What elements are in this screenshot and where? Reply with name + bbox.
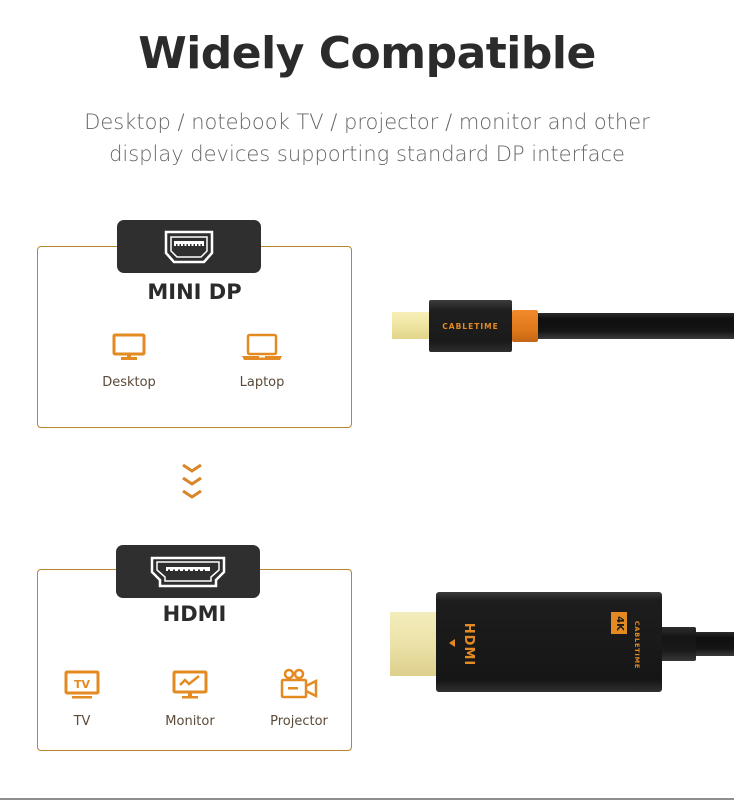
hdmi-logo: HDMI bbox=[461, 622, 477, 666]
subtitle-line-2: display devices supporting standard DP i… bbox=[109, 142, 625, 166]
mini-dp-label: MINI DP bbox=[147, 280, 242, 304]
hdmi-port-badge bbox=[116, 545, 260, 598]
strain-relief bbox=[662, 627, 696, 661]
hdmi-plug-tip bbox=[390, 612, 438, 676]
4k-badge: 4K bbox=[611, 612, 627, 634]
orientation-arrow-icon bbox=[449, 639, 455, 647]
projector-icon bbox=[280, 668, 318, 699]
device-projector: Projector bbox=[254, 668, 344, 729]
device-monitor: Monitor bbox=[145, 670, 235, 729]
cable-wire bbox=[538, 313, 734, 339]
mini-dp-port-badge bbox=[117, 220, 261, 273]
brand-logo: CABLETIME bbox=[633, 620, 641, 670]
device-label: Monitor bbox=[165, 714, 215, 729]
device-tv: TV TV bbox=[37, 670, 127, 729]
mini-displayport-icon bbox=[164, 230, 214, 263]
hdmi-port-icon bbox=[150, 556, 226, 587]
bottom-divider bbox=[0, 798, 734, 800]
triple-chevron-down-icon bbox=[181, 463, 203, 502]
mini-dp-connector-image: CABLETIME bbox=[388, 300, 734, 352]
svg-text:TV: TV bbox=[74, 678, 91, 691]
page-subtitle: Desktop / notebook TV / projector / moni… bbox=[0, 106, 734, 170]
subtitle-line-1: Desktop / notebook TV / projector / moni… bbox=[84, 110, 650, 134]
orange-collar bbox=[512, 310, 538, 342]
device-label: TV bbox=[73, 714, 91, 729]
tv-icon: TV bbox=[64, 670, 100, 699]
page-title: Widely Compatible bbox=[138, 28, 596, 79]
brand-logo: CABLETIME bbox=[442, 321, 499, 331]
monitor-icon bbox=[172, 670, 208, 699]
mini-dp-card: Desktop Laptop bbox=[37, 246, 352, 428]
hdmi-connector-image: HDMI 4K CABLETIME bbox=[388, 590, 734, 695]
device-label: Laptop bbox=[239, 375, 285, 390]
hdmi-card: TV TV Monitor Projector bbox=[37, 569, 352, 751]
cable-wire bbox=[696, 632, 734, 656]
mini-dp-plug-tip bbox=[392, 312, 432, 339]
device-label: Desktop bbox=[102, 375, 156, 390]
hdmi-label: HDMI bbox=[162, 602, 227, 626]
hdmi-housing: HDMI 4K CABLETIME bbox=[436, 592, 662, 692]
device-label: Projector bbox=[270, 714, 328, 729]
laptop-icon bbox=[242, 333, 282, 360]
device-desktop: Desktop bbox=[84, 333, 174, 390]
mini-dp-housing: CABLETIME bbox=[429, 300, 512, 352]
desktop-icon bbox=[112, 333, 146, 360]
device-laptop: Laptop bbox=[217, 333, 307, 390]
